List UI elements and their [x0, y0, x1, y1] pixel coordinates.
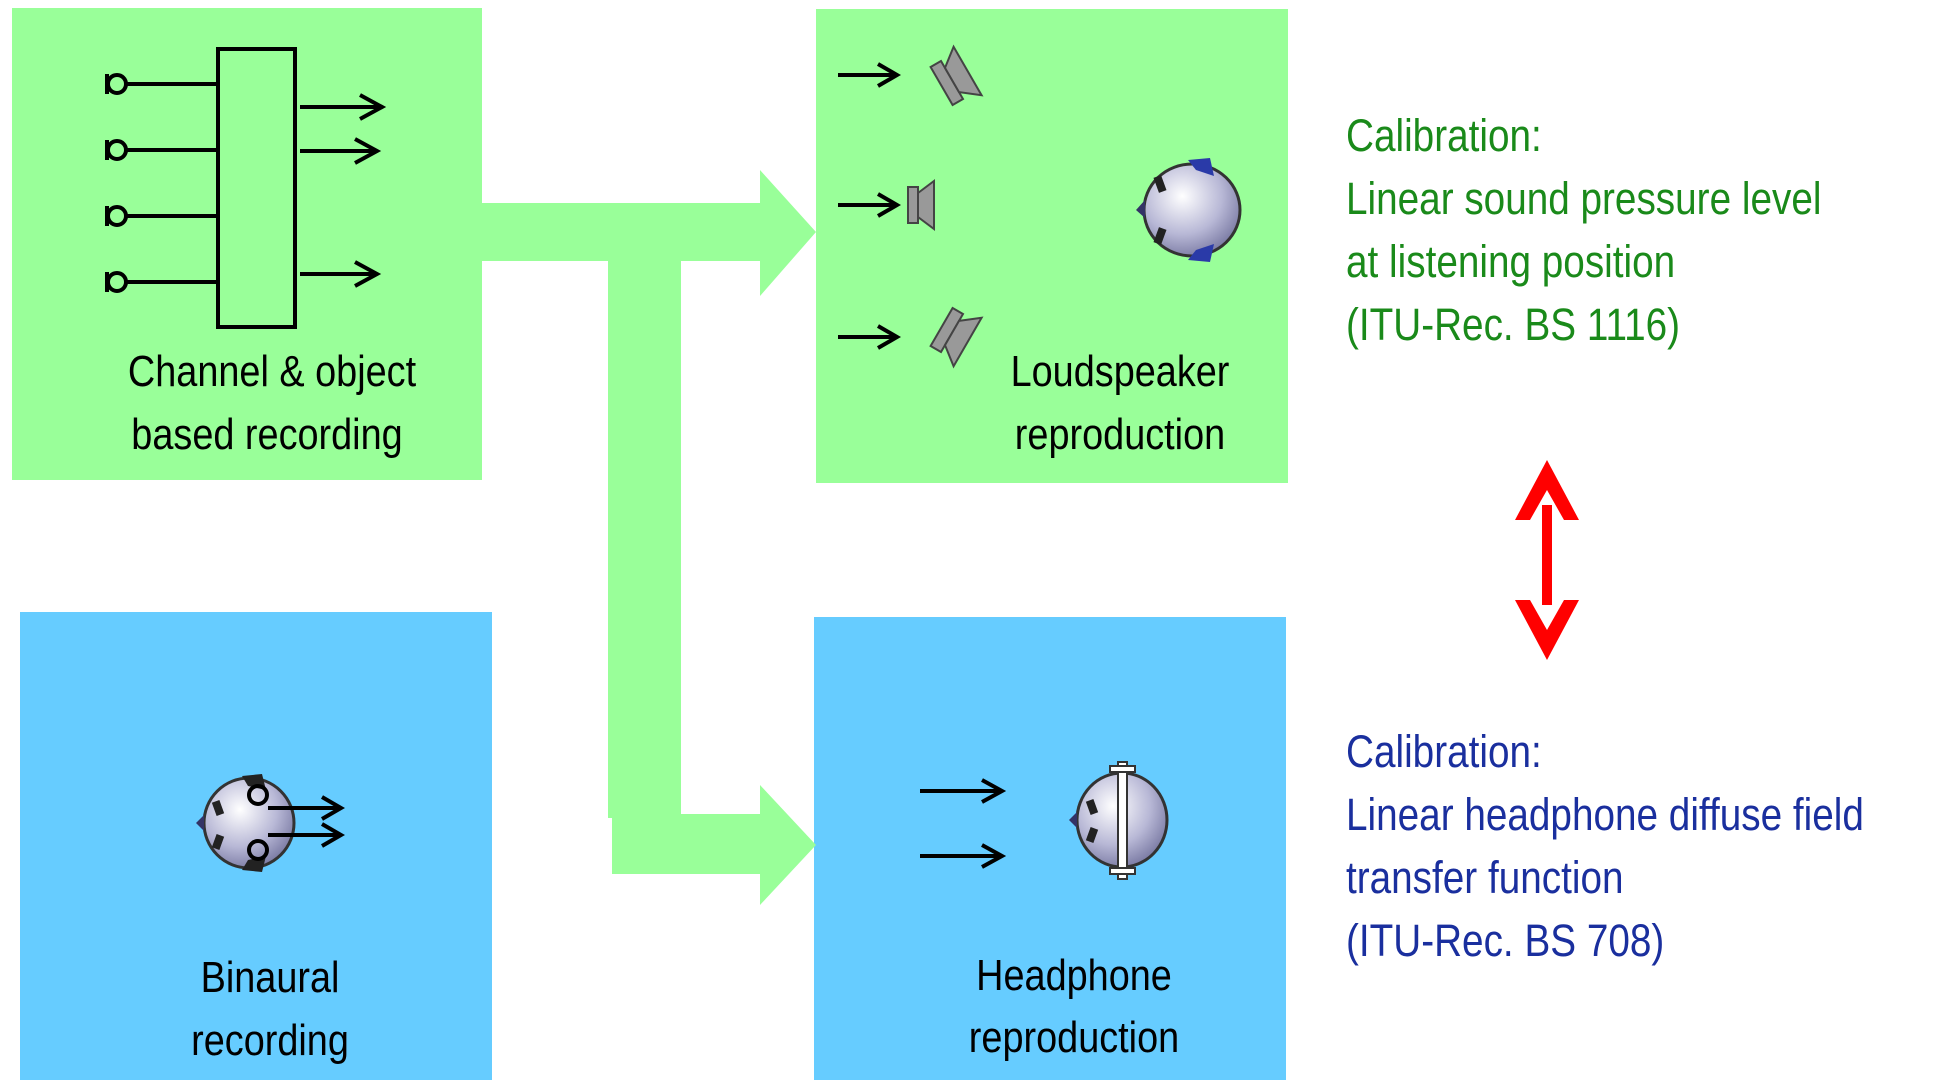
calibration-top-line2: Linear sound pressure level	[1346, 173, 1822, 224]
headphone-reproduction-box	[814, 617, 1286, 1080]
calibration-bottom: Calibration: Linear headphone diffuse fi…	[1346, 720, 1864, 972]
flow-arrow-head-top	[760, 170, 816, 296]
microphone-icon	[105, 73, 218, 95]
signal-arrows	[838, 62, 901, 350]
loudspeaker-label-line1: Loudspeaker	[1010, 347, 1230, 396]
microphone-icon	[105, 139, 218, 161]
flow-arrow-horizontal-top	[480, 203, 765, 261]
flow-arrows	[480, 170, 816, 905]
flow-arrow-horizontal-bottom	[612, 814, 765, 874]
binaural-label-line2: recording	[191, 1016, 349, 1065]
listener-head-icon	[1136, 158, 1242, 262]
headphone-signal-arrows	[920, 778, 1007, 869]
flow-arrow-vertical	[608, 258, 681, 818]
headphone-label-line1: Headphone	[976, 951, 1172, 1000]
calibration-top-line4: (ITU-Rec. BS 1116)	[1346, 299, 1681, 350]
double-arrow-icon	[1515, 460, 1579, 660]
output-arrows	[300, 93, 387, 288]
calibration-bottom-line1: Calibration:	[1346, 726, 1542, 777]
loudspeaker-icon	[907, 179, 935, 231]
loudspeaker-label-line2: reproduction	[1014, 410, 1226, 459]
headphone-label-line2: reproduction	[968, 1013, 1180, 1062]
calibration-bottom-line3: transfer function	[1346, 852, 1624, 903]
headphone-icon	[1069, 761, 1169, 880]
channel-recording-label-line1: Channel & object	[127, 347, 417, 396]
channel-recording-label-line2: based recording	[131, 410, 403, 459]
dummy-head-icon	[196, 774, 296, 872]
calibration-top-line3: at listening position	[1346, 236, 1676, 287]
microphone-icon	[105, 205, 218, 227]
microphone-icon	[105, 271, 218, 293]
loudspeaker-icon	[929, 306, 984, 369]
loudspeaker-icon	[929, 44, 984, 107]
calibration-top: Calibration: Linear sound pressure level…	[1346, 104, 1821, 356]
calibration-bottom-line4: (ITU-Rec. BS 708)	[1346, 915, 1665, 966]
channel-recording-box	[12, 8, 482, 480]
binaural-label-line1: Binaural	[200, 953, 340, 1002]
flow-arrow-head-bottom	[760, 785, 816, 905]
mixer-block	[216, 47, 297, 329]
calibration-top-line1: Calibration:	[1346, 110, 1542, 161]
calibration-bottom-line2: Linear headphone diffuse field	[1346, 789, 1864, 840]
binaural-output-arrows	[268, 795, 345, 848]
